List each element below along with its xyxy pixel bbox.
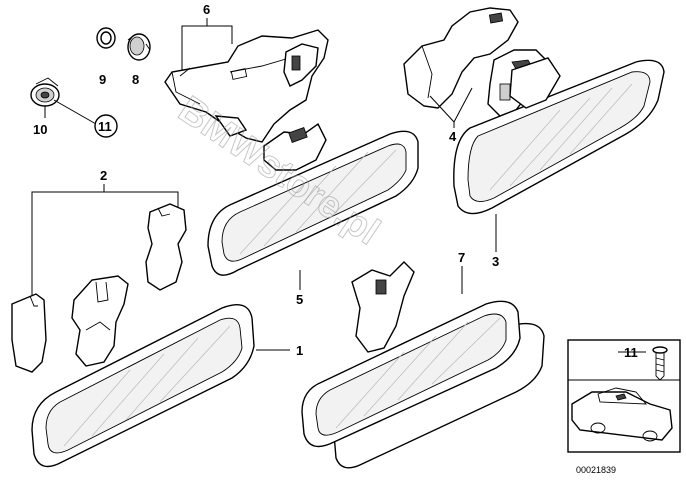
label-part-11-inset: 11	[624, 345, 638, 360]
part-5-mirror	[207, 122, 419, 276]
label-part-3: 3	[492, 254, 499, 269]
part-7-mirror	[301, 261, 545, 469]
label-part-8: 8	[132, 72, 139, 87]
label-part-6: 6	[203, 2, 210, 17]
screw-icon	[652, 346, 668, 381]
part-8-bushing	[127, 33, 151, 61]
inset-frame	[567, 339, 681, 453]
label-part-11-circle	[94, 114, 118, 138]
label-part-7: 7	[458, 250, 465, 265]
part-6-cover	[164, 29, 329, 143]
part-3-mirror	[453, 57, 665, 215]
label-part-5: 5	[296, 292, 303, 307]
leader-lines	[31, 18, 646, 353]
part-2-cover-pieces	[11, 203, 187, 373]
label-part-11-circled: 11	[98, 119, 112, 134]
reference-code: 00021839	[576, 465, 616, 475]
car-outline-icon	[571, 387, 673, 442]
label-part-9: 9	[99, 72, 106, 87]
part-9-ring	[96, 27, 116, 49]
label-part-10: 10	[33, 122, 47, 137]
part-1-mirror	[31, 304, 255, 468]
part-10-mount-base	[30, 77, 60, 107]
label-part-1: 1	[296, 343, 303, 358]
label-part-2: 2	[100, 168, 107, 183]
label-part-4: 4	[449, 129, 457, 144]
